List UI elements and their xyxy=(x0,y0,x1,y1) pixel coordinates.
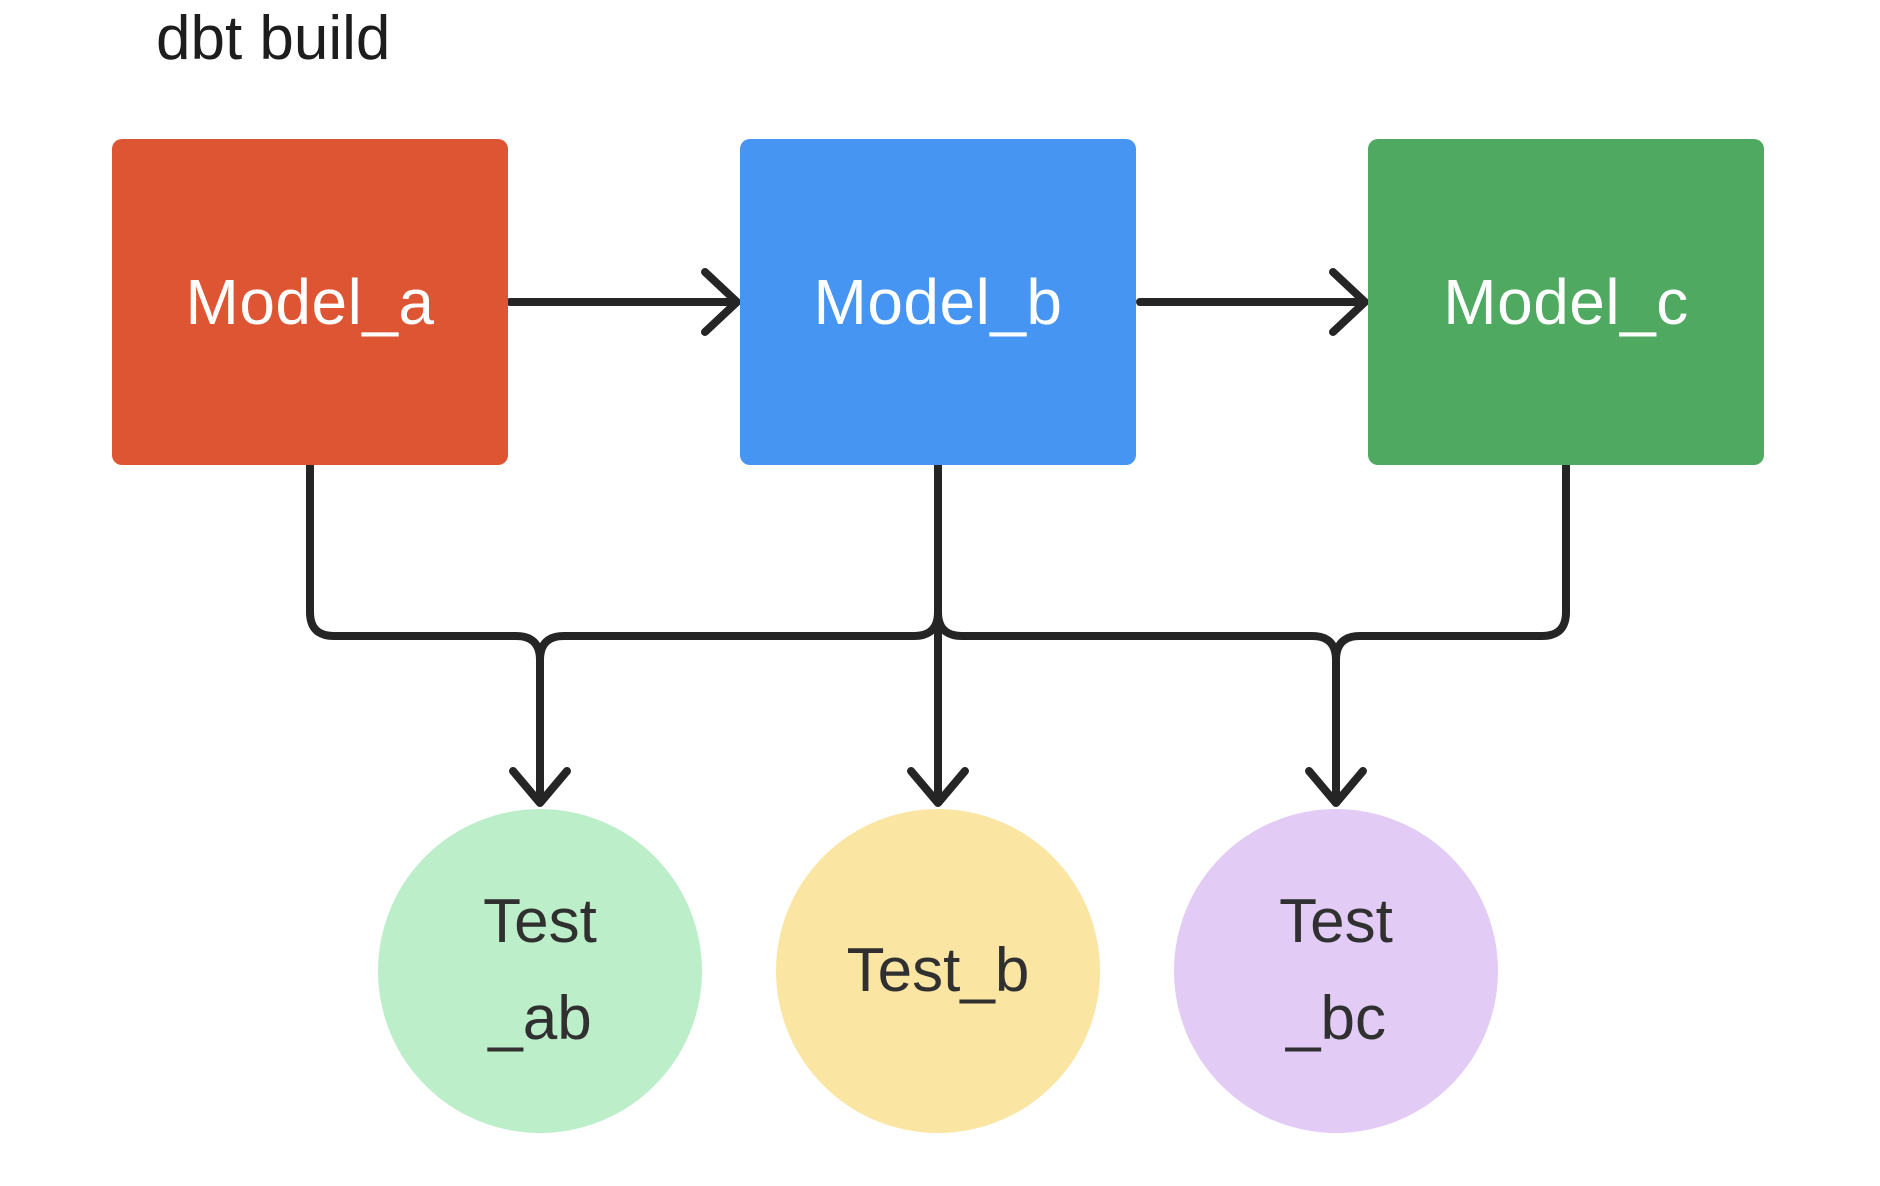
edge-model-b-to-test-bc xyxy=(934,461,1340,801)
node-model-b: Model_b xyxy=(740,139,1136,465)
node-test-ab-label-line2: _ab xyxy=(488,984,592,1053)
node-model-c-label: Model_c xyxy=(1443,266,1689,338)
node-model-a: Model_a xyxy=(112,139,508,465)
arrowhead-model-c xyxy=(1329,268,1369,336)
arrowhead-test-ab xyxy=(509,767,571,807)
node-test-bc-label-line1: Test xyxy=(1279,887,1393,957)
node-test-b: Test_b xyxy=(776,809,1100,1133)
edge-model-b-to-test-ab xyxy=(536,461,942,801)
node-test-ab: Test _ab xyxy=(378,809,702,1133)
edge-model-a-to-test-ab xyxy=(306,461,544,801)
arrowhead-test-b xyxy=(907,767,969,807)
arrowhead-model-b xyxy=(701,268,741,336)
diagram-title: dbt build xyxy=(156,4,391,73)
node-test-bc: Test _bc xyxy=(1174,809,1498,1133)
arrowhead-test-bc xyxy=(1305,767,1367,807)
edge-model-c-to-test-bc xyxy=(1332,461,1570,801)
node-model-c: Model_c xyxy=(1368,139,1764,465)
node-test-ab-label-line1: Test xyxy=(483,887,597,957)
node-model-a-label: Model_a xyxy=(185,266,435,338)
node-model-b-label: Model_b xyxy=(813,266,1063,338)
node-test-b-label: Test_b xyxy=(846,935,1030,1005)
node-test-bc-label-line2: _bc xyxy=(1286,984,1386,1053)
